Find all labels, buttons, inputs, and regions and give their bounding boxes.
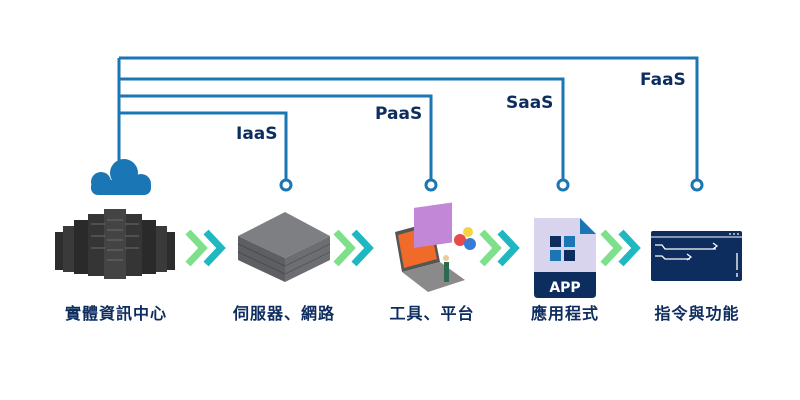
stage-label-datacenter: 實體資訊中心 xyxy=(64,304,167,323)
server-stack-icon xyxy=(237,212,331,282)
stage-label-tools: 工具、平台 xyxy=(389,304,475,323)
paas-label: PaaS xyxy=(375,104,423,124)
faas-label: FaaS xyxy=(640,70,686,90)
iaas-connector xyxy=(119,111,288,182)
chevron-arrow-2 xyxy=(333,229,374,267)
app-icon-text: APP xyxy=(549,280,580,296)
terminal-icon xyxy=(651,231,742,281)
stage-label-apps: 應用程式 xyxy=(530,304,599,323)
faas-connector xyxy=(119,56,699,182)
laptop-tools-icon xyxy=(395,202,476,292)
saas-node xyxy=(556,178,570,192)
saas-label: SaaS xyxy=(506,93,554,113)
saas-connector xyxy=(119,77,565,182)
chevron-arrow-3 xyxy=(479,229,520,267)
iaas-node xyxy=(279,178,293,192)
paas-node xyxy=(424,178,438,192)
app-file-icon: APP xyxy=(534,218,596,298)
stage-label-functions: 指令與功能 xyxy=(654,304,740,323)
iaas-label: IaaS xyxy=(236,124,278,144)
paas-connector xyxy=(119,94,433,182)
faas-node xyxy=(690,178,704,192)
chevron-arrow-1 xyxy=(185,229,226,267)
cloud-icon xyxy=(91,159,151,195)
stage-label-servers: 伺服器、網路 xyxy=(232,304,335,323)
datacenter-icon xyxy=(55,209,175,279)
chevron-arrow-4 xyxy=(600,229,641,267)
